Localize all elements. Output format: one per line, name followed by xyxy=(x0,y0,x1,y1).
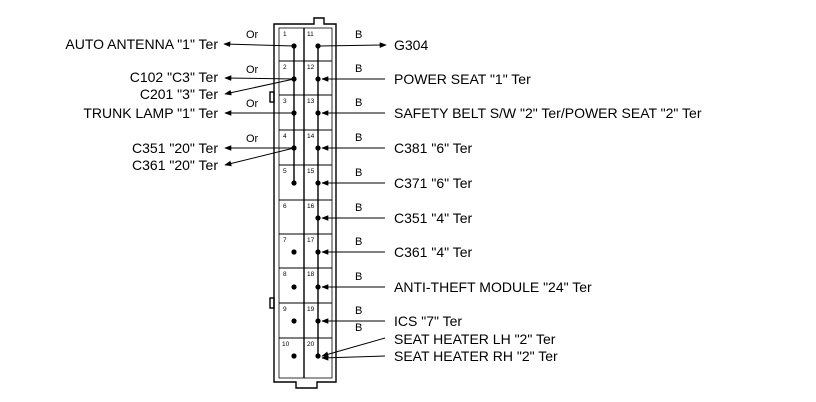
wire-color-code: B xyxy=(355,63,362,75)
left-label: C201 "3" Ter xyxy=(140,86,219,102)
wire-color-code: B xyxy=(355,97,362,109)
left-label: TRUNK LAMP "1" Ter xyxy=(83,105,218,121)
wire-color-code: B xyxy=(355,202,362,214)
right-label: ICS "7" Ter xyxy=(394,313,462,329)
pin-number: 20 xyxy=(307,341,315,348)
pin-number: 15 xyxy=(307,168,315,175)
wire-color-code: Or xyxy=(246,29,259,41)
right-label: C351 "4" Ter xyxy=(394,210,473,226)
wire-arrow xyxy=(224,78,295,96)
pin-number: 11 xyxy=(307,31,314,38)
right-wires xyxy=(319,42,387,361)
wire-color-code: B xyxy=(355,167,362,179)
pin-number: 12 xyxy=(307,64,315,71)
pin-number: 9 xyxy=(283,306,287,313)
right-labels: G304 POWER SEAT "1" Ter SAFETY BELT S/W … xyxy=(394,37,702,364)
wire-color-code: Or xyxy=(246,64,259,76)
right-label: C371 "6" Ter xyxy=(394,175,473,191)
right-wire-codes: B B B B B B B B B B xyxy=(355,29,362,334)
left-label: C351 "20" Ter xyxy=(132,140,218,156)
wire-color-code: B xyxy=(355,29,362,41)
left-wire-codes: Or Or Or Or xyxy=(246,29,259,145)
right-label: SAFETY BELT S/W "2" Ter/POWER SEAT "2" T… xyxy=(394,105,702,121)
wire-color-code: Or xyxy=(246,98,259,110)
wire-color-code: B xyxy=(355,322,362,334)
internal-bus-lines xyxy=(293,46,319,356)
pin-dots xyxy=(291,43,321,359)
right-label: G304 xyxy=(394,37,428,53)
pin-dot xyxy=(291,284,297,290)
pin-number: 16 xyxy=(307,203,315,210)
pin-number: 13 xyxy=(307,98,315,105)
right-label: POWER SEAT "1" Ter xyxy=(394,71,531,87)
wire-arrow xyxy=(321,355,386,361)
left-labels: AUTO ANTENNA "1" Ter C102 "C3" Ter C201 … xyxy=(65,36,218,173)
pin-dot xyxy=(291,249,297,255)
left-label: C102 "C3" Ter xyxy=(130,69,219,85)
pin-dot xyxy=(291,318,297,324)
pin-number: 19 xyxy=(307,306,315,313)
pin-number: 17 xyxy=(307,237,315,244)
wire-color-code: B xyxy=(355,236,362,248)
wire-arrow xyxy=(223,41,295,47)
pin-number: 7 xyxy=(283,237,287,244)
connector-body xyxy=(269,17,337,389)
pin-dot xyxy=(291,353,297,359)
pin-number: 6 xyxy=(283,203,287,210)
wire-arrow xyxy=(321,337,386,357)
pin-number: 5 xyxy=(283,168,287,175)
pin-numbers: 1 2 3 4 5 6 7 8 9 10 11 12 13 14 15 16 1… xyxy=(282,31,315,348)
pin-number: 1 xyxy=(283,31,287,38)
wire-color-code: B xyxy=(355,132,362,144)
right-label: ANTI-THEFT MODULE "24" Ter xyxy=(394,279,592,295)
pin-number: 14 xyxy=(307,133,315,140)
pin-number: 2 xyxy=(283,64,287,71)
wire-color-code: Or xyxy=(246,133,259,145)
pin-number: 3 xyxy=(283,98,287,105)
wire-arrow xyxy=(319,42,387,48)
wire-color-code: B xyxy=(355,271,362,283)
left-wires xyxy=(223,41,295,167)
left-label: AUTO ANTENNA "1" Ter xyxy=(65,36,218,52)
right-label: SEAT HEATER RH "2" Ter xyxy=(394,348,558,364)
right-label: SEAT HEATER LH "2" Ter xyxy=(394,331,556,347)
right-label: C381 "6" Ter xyxy=(394,140,473,156)
right-label: C361 "4" Ter xyxy=(394,244,473,260)
pin-number: 10 xyxy=(282,341,290,348)
pin-number: 8 xyxy=(283,271,287,278)
pin-number: 4 xyxy=(283,133,287,140)
wire-arrow xyxy=(224,147,295,167)
left-label: C361 "20" Ter xyxy=(132,157,218,173)
wire-arrow xyxy=(224,75,295,81)
pin-number: 18 xyxy=(307,271,315,278)
connector-row-dividers xyxy=(279,60,332,339)
wire-color-code: B xyxy=(355,305,362,317)
